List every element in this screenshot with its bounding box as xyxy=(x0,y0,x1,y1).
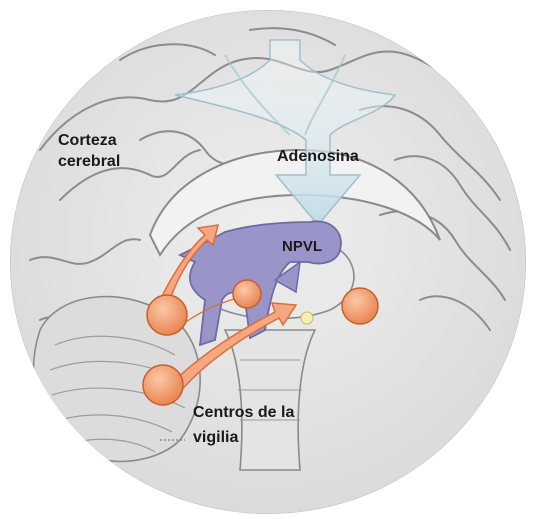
cortex-label-line2: cerebral xyxy=(58,153,120,170)
wake-center-node xyxy=(143,365,183,405)
wake-center-node xyxy=(342,288,378,324)
cortex-label-line1: Corteza xyxy=(58,132,117,149)
wake-centers-label-line2: vigilia xyxy=(193,429,238,446)
npvl-label: NPVL xyxy=(282,238,322,255)
wake-centers-label-line1: Centros de la xyxy=(193,404,294,421)
adenosine-label: Adenosina xyxy=(277,148,359,165)
wake-center-node xyxy=(147,295,187,335)
wake-center-node xyxy=(233,280,261,308)
small-nucleus xyxy=(301,312,313,324)
